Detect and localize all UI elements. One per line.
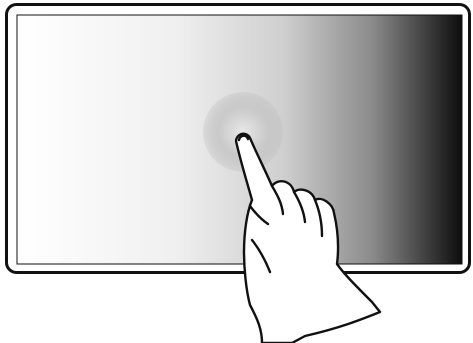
illustration-svg: [0, 0, 473, 343]
touchscreen-illustration: [0, 0, 473, 343]
